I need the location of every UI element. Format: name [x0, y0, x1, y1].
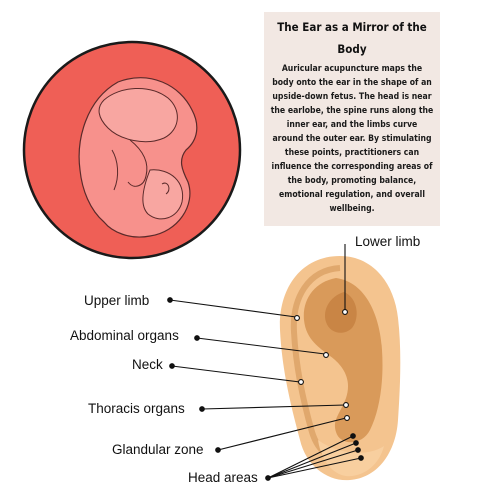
label-upper-limb: Upper limb — [84, 293, 150, 308]
ear-fossa — [324, 292, 357, 333]
fetus-cord — [111, 149, 119, 191]
label-thoracis-organs: Thoracis organs — [88, 401, 185, 416]
fetus-illustration — [22, 40, 242, 260]
leader-end-head-4 — [358, 455, 364, 461]
label-head-areas: Head areas — [188, 470, 258, 485]
leader-end-head-1 — [350, 433, 356, 439]
leader-glandular — [217, 417, 347, 451]
leader-thoracis — [201, 404, 346, 410]
leader-end-abdominal — [323, 352, 329, 358]
leader-end-thoracis — [343, 402, 349, 408]
label-neck: Neck — [132, 357, 163, 372]
info-body: Auricular acupuncture maps the body onto… — [270, 64, 434, 214]
leader-head-2 — [267, 442, 357, 479]
label-abdominal-organs: Abdominal organs — [70, 328, 179, 343]
leader-neck — [171, 365, 301, 383]
label-glandular-zone: Glandular zone — [112, 442, 204, 457]
leader-dot-upper-limb — [167, 297, 173, 303]
leader-head-3 — [267, 449, 359, 479]
label-lower-limb: Lower limb — [355, 234, 421, 249]
leader-dot-neck — [169, 363, 175, 369]
leader-dot-thoracis — [199, 406, 205, 412]
leader-head-1 — [267, 435, 354, 479]
info-title: The Ear as a Mirror of the Body — [277, 20, 427, 56]
ear-illustration — [279, 256, 401, 481]
leader-dot-head — [265, 475, 271, 481]
leader-head-4 — [267, 457, 362, 479]
leader-end-head-2 — [353, 440, 359, 446]
leader-end-neck — [298, 379, 304, 385]
ear-inner — [303, 278, 383, 443]
fetus-curl — [161, 182, 170, 195]
fetus-leg — [142, 169, 184, 220]
leader-end-glandular — [344, 415, 350, 421]
leader-end-upper-limb — [294, 315, 300, 321]
leader-lines — [167, 244, 364, 481]
ear-lobe — [318, 440, 384, 477]
leader-dot-abdominal — [194, 335, 200, 341]
leader-upper-limb — [169, 299, 297, 318]
fetus-head — [98, 87, 178, 143]
leader-end-head-3 — [355, 447, 361, 453]
leader-dot-lower-limb — [342, 309, 348, 315]
info-card: The Ear as a Mirror of the Body Auricula… — [264, 12, 440, 226]
leader-abdominal — [196, 337, 326, 355]
leader-dot-glandular — [215, 447, 221, 453]
fetus-arm — [127, 139, 148, 187]
